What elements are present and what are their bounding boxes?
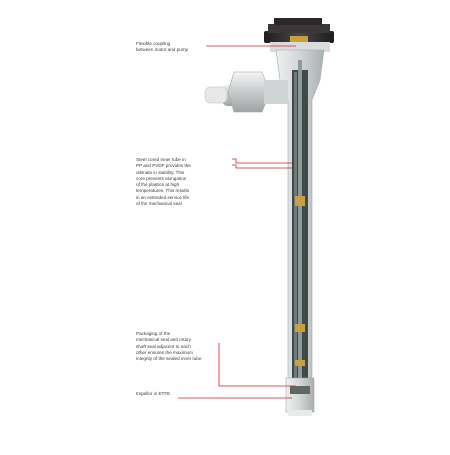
callout-line: Packaging of the: [136, 331, 171, 336]
leader-lines: [178, 45, 296, 399]
callout-line: mechanical seal and rotary: [136, 337, 191, 343]
callout-impellor: Impellor in ETFE: [136, 391, 232, 397]
callout-line: of the plastics at high: [136, 182, 180, 188]
motor-head: [264, 18, 334, 52]
leader-seal: [218, 343, 296, 387]
callout-line: Steel cored inner tube in: [136, 157, 186, 162]
inner-tube-highlight: [294, 72, 297, 378]
callout-line: in an extended service life: [136, 194, 190, 200]
callout-line: core prevents elongation: [136, 175, 187, 181]
outlet-spout: [204, 71, 288, 113]
pump-foot: [285, 377, 315, 416]
shaft-bushings: [295, 196, 305, 366]
drive-shaft: [298, 60, 302, 390]
leader-inner-tube-a: [232, 158, 292, 164]
leader-inner-tube-b: [232, 164, 292, 169]
callout-line: ultimate in stability. This: [136, 169, 185, 175]
callout-line: temperatures. This results: [136, 188, 190, 194]
callout-line: integrity of the sealed inner tube: [136, 356, 202, 362]
callout-line: between motor and pump: [136, 47, 189, 53]
callout-line: shaft seal adjacent to each: [136, 343, 191, 349]
callout-line: Impellor in ETFE: [136, 391, 171, 396]
callout-line: Flexible coupling: [136, 41, 171, 46]
callout-line: of the mechanical seal: [136, 201, 182, 207]
callout-line: other ensures the maximum: [136, 349, 193, 355]
callout-line: PP and PVDF provides the: [136, 163, 191, 169]
